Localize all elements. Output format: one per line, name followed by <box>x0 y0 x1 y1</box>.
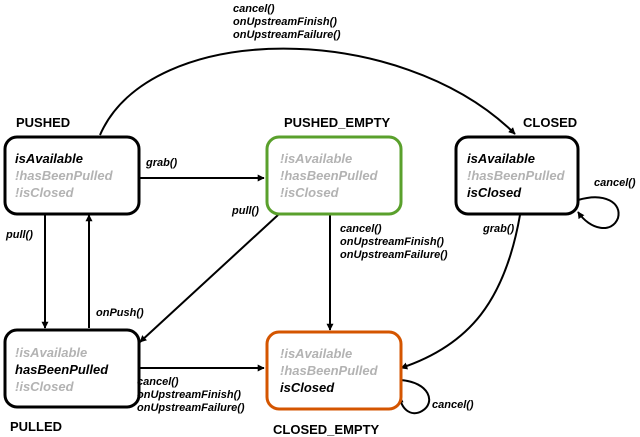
edge-label: onUpstreamFailure() <box>233 29 341 41</box>
label-closed-self: cancel() <box>594 177 636 189</box>
condition-line: !isAvailable <box>15 345 87 360</box>
state-pushed: PUSHED isAvailable !hasBeenPulled !isClo… <box>3 115 141 216</box>
label-pulled-to-closed-empty: cancel() onUpstreamFinish() onUpstreamFa… <box>137 376 245 414</box>
condition-line: !isAvailable <box>280 346 352 361</box>
condition-line: isClosed <box>280 380 335 395</box>
label-pulled-to-pushed: onPush() <box>96 307 144 319</box>
condition-line: !isClosed <box>280 185 340 200</box>
label-closed-to-closed-empty: grab() <box>482 223 515 235</box>
edge-label: cancel() <box>233 3 275 15</box>
condition-line: !hasBeenPulled <box>467 168 566 183</box>
state-title-closed: CLOSED <box>523 115 577 130</box>
edge-label: onUpstreamFailure() <box>137 402 245 414</box>
label-pushed-empty-to-pulled: pull() <box>231 205 259 217</box>
condition-line: !hasBeenPulled <box>15 168 114 183</box>
label-pushed-to-pushed-empty: grab() <box>145 157 178 169</box>
edge-label: onUpstreamFinish() <box>340 236 444 248</box>
label-pushed-to-closed: cancel() onUpstreamFinish() onUpstreamFa… <box>233 3 341 41</box>
state-pushed-empty: PUSHED_EMPTY !isAvailable !hasBeenPulled… <box>265 115 403 216</box>
label-pushed-to-pulled: pull() <box>5 229 33 241</box>
state-title-pushed-empty: PUSHED_EMPTY <box>284 115 391 130</box>
state-closed-empty: !isAvailable !hasBeenPulled isClosed CLO… <box>265 330 403 437</box>
state-title-closed-empty: CLOSED_EMPTY <box>273 422 380 437</box>
state-pulled: !isAvailable hasBeenPulled !isClosed PUL… <box>3 328 141 434</box>
edge-pushed-to-closed <box>99 47 516 136</box>
edge-label: onUpstreamFinish() <box>233 16 337 28</box>
edge-label: onUpstreamFailure() <box>340 249 448 261</box>
state-box-pushed <box>3 135 141 216</box>
state-box-closed <box>454 135 580 216</box>
state-title-pulled: PULLED <box>10 419 62 434</box>
label-closed-empty-self: cancel() <box>432 399 474 411</box>
condition-line: !isClosed <box>15 185 75 200</box>
condition-line: !isAvailable <box>280 151 352 166</box>
state-box-pulled <box>3 328 141 409</box>
edge-label: cancel() <box>340 223 382 235</box>
state-closed: CLOSED isAvailable !hasBeenPulled isClos… <box>454 115 580 216</box>
state-title-pushed: PUSHED <box>16 115 70 130</box>
state-box-pushed-empty <box>265 135 403 216</box>
edge-closed-empty-self <box>396 379 431 415</box>
edge-closed-self <box>577 196 620 229</box>
condition-line: isAvailable <box>15 151 83 166</box>
edge-label: cancel() <box>137 376 179 388</box>
transition-edges <box>41 47 620 415</box>
label-pushed-empty-to-closed-empty: cancel() onUpstreamFinish() onUpstreamFa… <box>340 223 448 261</box>
condition-line: !hasBeenPulled <box>280 168 379 183</box>
condition-line: isAvailable <box>467 151 535 166</box>
state-box-closed-empty <box>265 330 403 411</box>
edge-closed-to-closed-empty <box>400 214 521 370</box>
edge-pushed-empty-to-pulled <box>139 214 279 343</box>
condition-line: !hasBeenPulled <box>280 363 379 378</box>
condition-line: isClosed <box>467 185 522 200</box>
condition-line: hasBeenPulled <box>15 362 109 377</box>
edge-label: onUpstreamFinish() <box>137 389 241 401</box>
condition-line: !isClosed <box>15 379 75 394</box>
